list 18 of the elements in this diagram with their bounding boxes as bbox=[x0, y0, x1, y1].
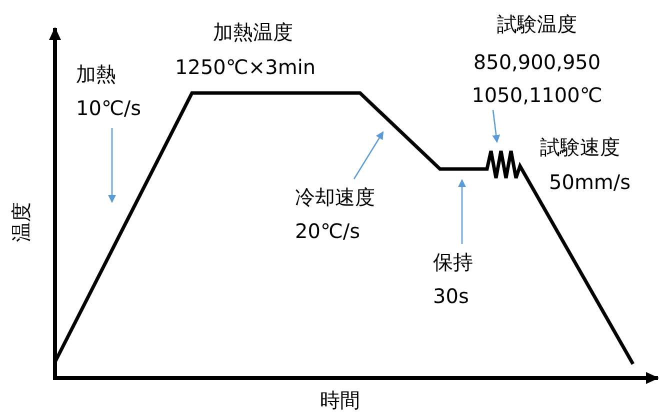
leader-arrow bbox=[492, 110, 500, 143]
annotation-heading: 保持 bbox=[433, 250, 473, 274]
value-label: 1250℃×3min bbox=[175, 55, 316, 79]
heading-label: 加熱温度 bbox=[213, 20, 293, 44]
leader-arrow bbox=[108, 128, 116, 203]
axis-title: 時間 bbox=[320, 388, 360, 412]
annotation-heading: 試験温度 bbox=[496, 12, 578, 36]
annotation-heading: 加熱 bbox=[76, 62, 117, 86]
heading-label: 試験速度 bbox=[540, 135, 620, 159]
annotation-value: 850,900,950 1050,1100℃ bbox=[470, 49, 604, 109]
value-label: 50mm/s bbox=[549, 170, 631, 194]
annotation-value: 30s bbox=[433, 284, 470, 308]
axis-title: 温度 bbox=[9, 202, 33, 242]
leader-arrow bbox=[353, 131, 384, 180]
annotation-heading: 冷却速度 bbox=[295, 185, 375, 209]
annotation-value: 10℃/s bbox=[76, 96, 142, 120]
leader-arrow bbox=[458, 179, 466, 244]
annotation-value: 20℃/s bbox=[295, 219, 362, 243]
